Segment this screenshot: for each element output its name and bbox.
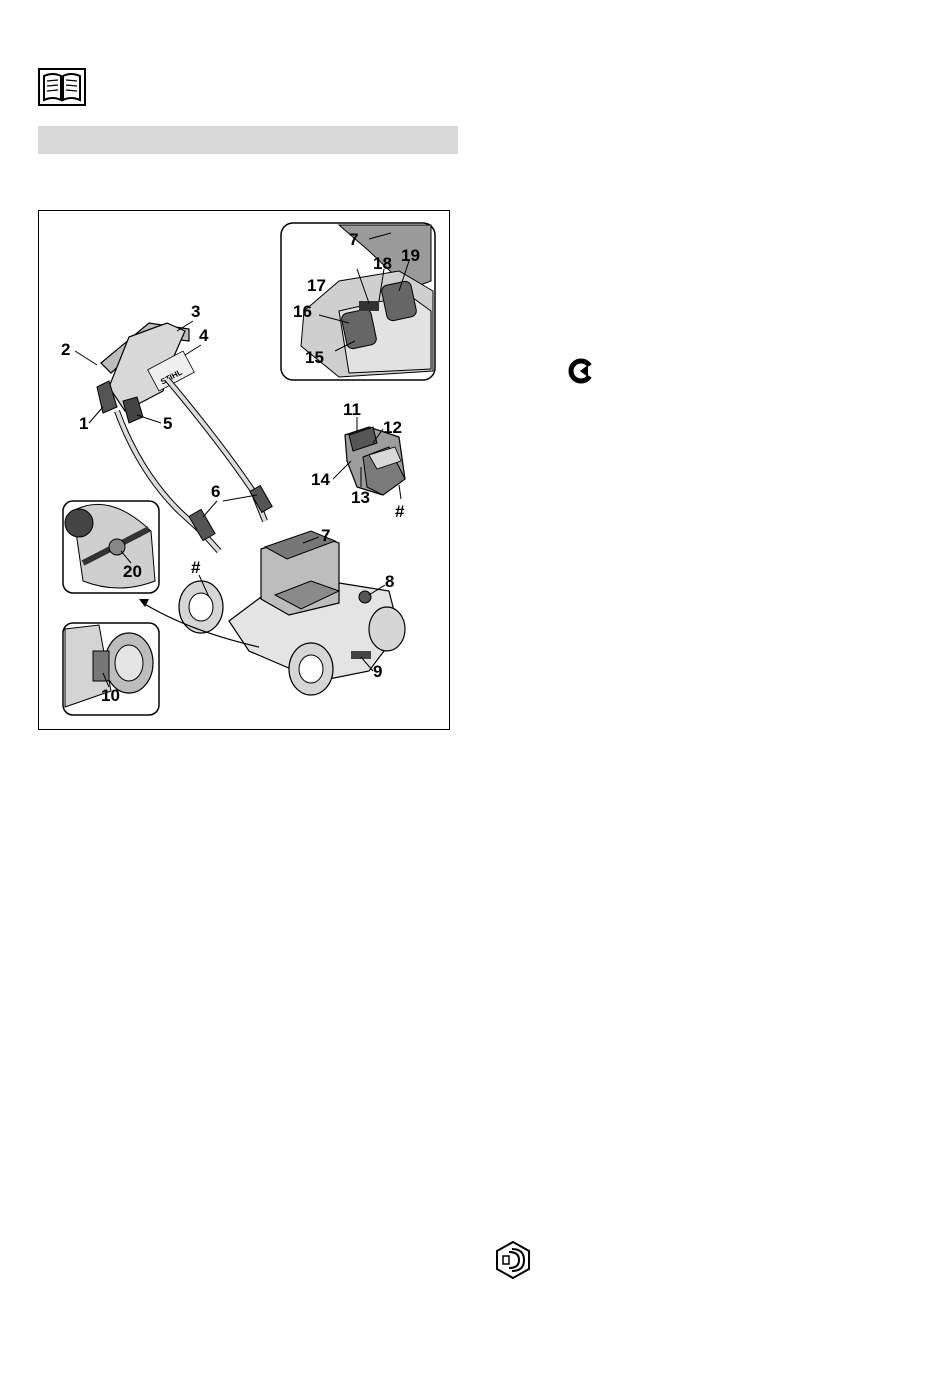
hex-nut-service-icon (493, 1240, 533, 1280)
callout-7-inset: 7 (349, 230, 358, 249)
callout-1: 1 (79, 414, 88, 433)
callout-8: 8 (385, 572, 394, 591)
callout-11: 11 (343, 400, 361, 419)
section-heading-bar (38, 126, 458, 154)
callout-6: 6 (211, 482, 220, 501)
mower-body (179, 531, 405, 695)
callout-10: 10 (101, 686, 120, 705)
blade-inset (63, 501, 159, 593)
callout-14: 14 (311, 470, 330, 489)
callout-16: 16 (293, 302, 312, 321)
callout-19: 19 (401, 246, 420, 265)
callout-hash-2: # (395, 502, 405, 521)
mower-overview-figure: 7 18 19 17 16 15 STIHL 2 3 4 1 5 (38, 210, 450, 730)
c-logo-icon (568, 358, 594, 384)
callout-hash-1: # (191, 558, 201, 577)
callout-12: 12 (383, 418, 402, 437)
callout-15: 15 (305, 348, 324, 367)
callout-3: 3 (191, 302, 200, 321)
mower-illustration: 7 18 19 17 16 15 STIHL 2 3 4 1 5 (39, 211, 450, 730)
callout-13: 13 (351, 488, 370, 507)
battery-pack (345, 427, 405, 495)
callout-2: 2 (61, 340, 70, 359)
callout-20: 20 (123, 562, 142, 581)
callout-7-main: 7 (321, 526, 330, 545)
callout-18: 18 (373, 254, 392, 273)
callout-9: 9 (373, 662, 382, 681)
callout-4: 4 (199, 326, 209, 345)
callout-5: 5 (163, 414, 172, 433)
open-book-icon (38, 68, 86, 106)
callout-17: 17 (307, 276, 326, 295)
